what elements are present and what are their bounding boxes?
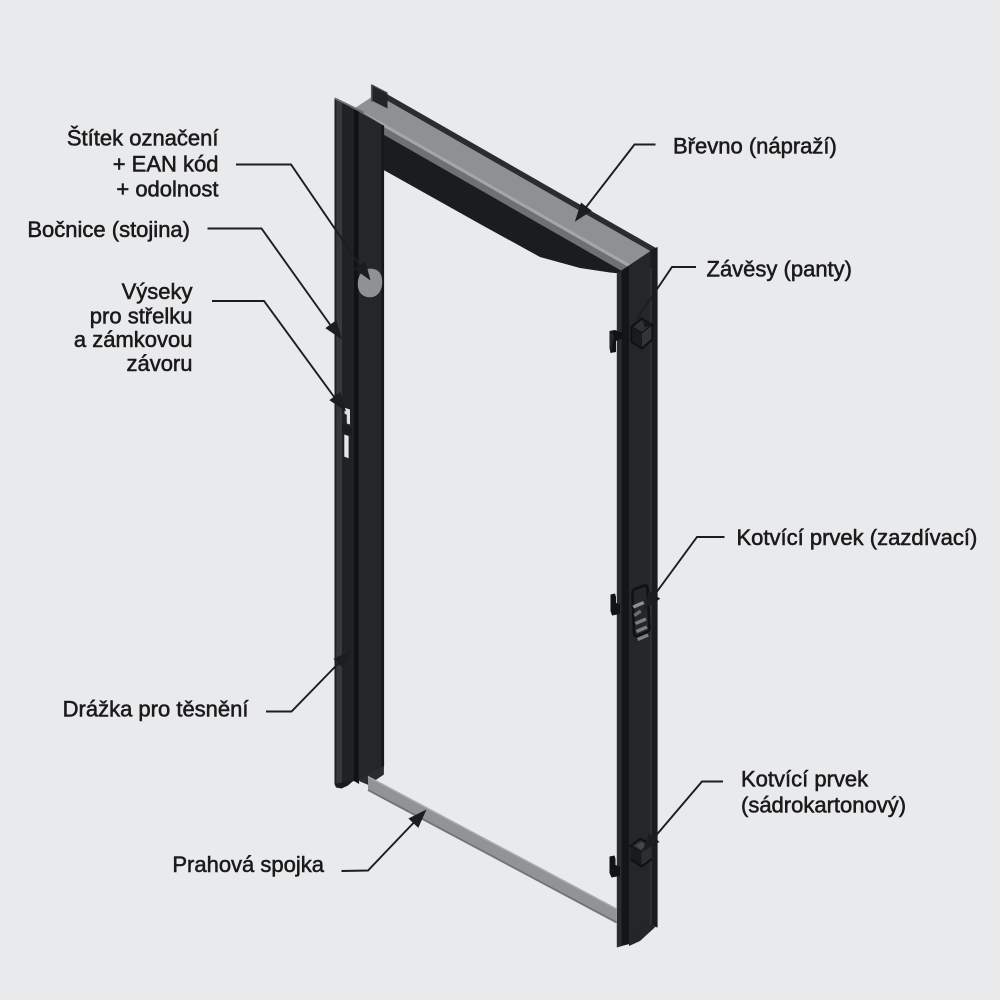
svg-text:Bočnice (stojina): Bočnice (stojina)	[27, 217, 190, 242]
svg-text:Prahová spojka: Prahová spojka	[172, 852, 324, 877]
svg-text:(sádrokartonový): (sádrokartonový)	[741, 793, 906, 818]
svg-text:+ odolnost: + odolnost	[116, 177, 218, 202]
svg-text:Výseky: Výseky	[122, 279, 193, 304]
svg-text:závoru: závoru	[126, 351, 192, 376]
svg-text:Štítek označení: Štítek označení	[67, 126, 219, 151]
svg-text:pro střelku: pro střelku	[90, 304, 193, 329]
svg-text:a zámkovou: a zámkovou	[74, 327, 193, 352]
svg-text:Břevno (nápraží): Břevno (nápraží)	[673, 134, 837, 159]
svg-text:Kotvící prvek (zazdívací): Kotvící prvek (zazdívací)	[737, 525, 978, 550]
svg-text:Drážka pro těsnění: Drážka pro těsnění	[63, 697, 249, 722]
svg-text:+ EAN kód: + EAN kód	[113, 152, 219, 177]
svg-text:Kotvící prvek: Kotvící prvek	[741, 767, 869, 792]
svg-text:Závěsy (panty): Závěsy (panty)	[707, 257, 853, 282]
